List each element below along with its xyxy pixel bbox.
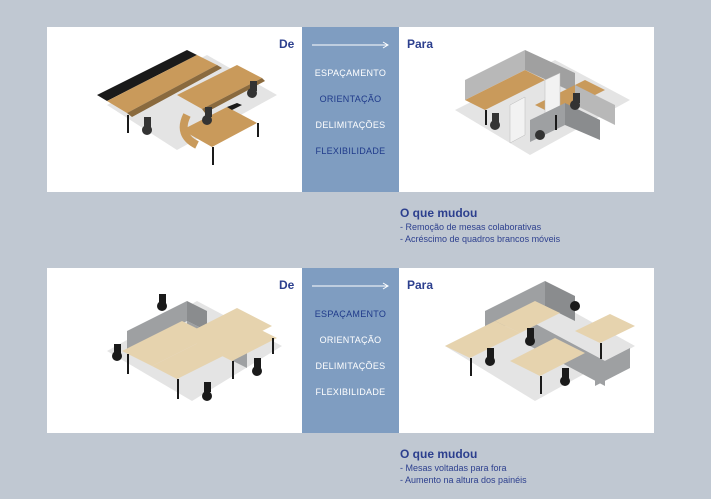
changes-block-1: O que mudou - Remoção de mesas colaborat… xyxy=(400,206,560,245)
workstation-before-illustration xyxy=(107,294,282,401)
keyword-spacing: ESPAÇAMENTO xyxy=(314,309,387,319)
keyword-list: ESPAÇAMENTO ORIENTAÇÃO DELIMITAÇÕES FLEX… xyxy=(302,306,399,410)
comparison-panel-1: De Para ESPAÇAMENTO ORIENTAÇÃO DELIMITAÇ… xyxy=(47,27,654,192)
keyword-flexibility: FLEXIBILIDADE xyxy=(315,146,386,156)
changes-title: O que mudou xyxy=(400,447,478,461)
keyword-boundaries: DELIMITAÇÕES xyxy=(315,361,386,371)
change-item: - Remoção de mesas colaborativas xyxy=(400,222,542,232)
keyword-orientation: ORIENTAÇÃO xyxy=(319,335,382,345)
keyword-boundaries: DELIMITAÇÕES xyxy=(315,120,386,130)
workstation-after-illustration xyxy=(455,50,630,155)
from-label: De xyxy=(279,37,295,51)
keyword-list: ESPAÇAMENTO ORIENTAÇÃO DELIMITAÇÕES FLEX… xyxy=(302,65,399,169)
change-item: - Acréscimo de quadros brancos móveis xyxy=(400,234,561,244)
keyword-orientation: ORIENTAÇÃO xyxy=(319,94,382,104)
workstation-after-illustration xyxy=(445,281,635,401)
changes-block-2: O que mudou - Mesas voltadas para fora -… xyxy=(400,447,527,486)
arrow-right-icon xyxy=(312,282,389,290)
change-item: - Aumento na altura dos painéis xyxy=(400,475,527,485)
to-label: Para xyxy=(407,278,434,292)
from-label: De xyxy=(279,278,295,292)
keyword-flexibility: FLEXIBILIDADE xyxy=(315,387,386,397)
keyword-band xyxy=(302,268,399,433)
workstation-before-illustration xyxy=(97,50,277,165)
keyword-band xyxy=(302,27,399,192)
changes-title: O que mudou xyxy=(400,206,478,220)
keyword-spacing: ESPAÇAMENTO xyxy=(314,68,387,78)
change-item: - Mesas voltadas para fora xyxy=(400,463,507,473)
arrow-right-icon xyxy=(312,41,389,49)
comparison-panel-2: De Para ESPAÇAMENTO ORIENTAÇÃO DELIMITAÇ… xyxy=(47,268,654,433)
to-label: Para xyxy=(407,37,434,51)
